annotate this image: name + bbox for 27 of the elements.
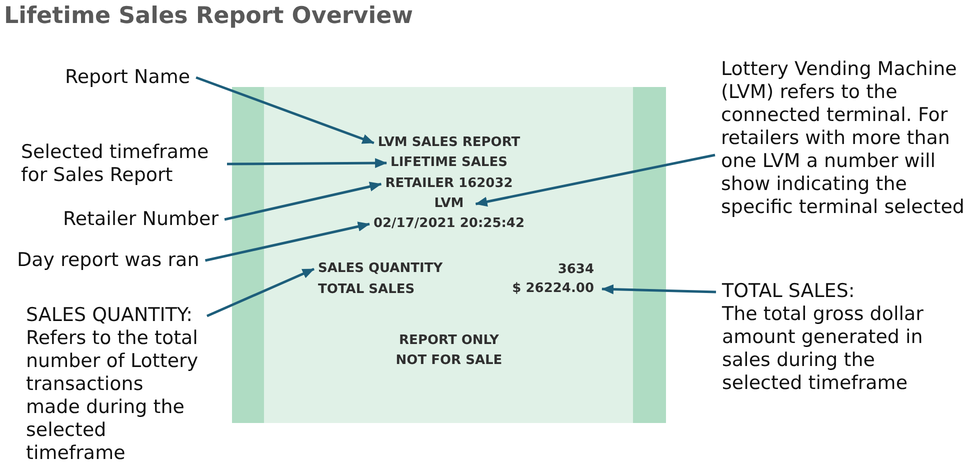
receipt-text: REPORT ONLY NOT FOR SALE [394, 332, 504, 370]
leader-arrow [227, 158, 388, 168]
receipt-text: LVM [434, 195, 464, 213]
callout-heading: TOTAL SALES: [722, 280, 856, 303]
receipt-slip [232, 87, 666, 423]
callout-text: Retailer Number [63, 208, 219, 231]
leader-arrow [602, 284, 716, 294]
title: Lifetime Sales Report Overview [4, 2, 413, 30]
receipt-text: 02/17/2021 20:25:42 [373, 215, 525, 233]
callout-text: Report Name [65, 66, 190, 89]
receipt-text: LIFETIME SALES [390, 154, 508, 172]
receipt-text: $ 26224.00 [512, 280, 594, 298]
callout-text: Refers to the total number of Lottery transactions made during the selected timeframe [26, 327, 200, 465]
callout-text: The total gross dollar amount generated in sales during the selected timeframe [722, 303, 924, 395]
receipt-text: TOTAL SALES [318, 281, 415, 299]
receipt-text: RETAILER 162032 [385, 175, 513, 193]
leader-arrow [196, 76, 374, 144]
receipt-text: 3634 [558, 261, 594, 279]
receipt-text: LVM SALES REPORT [378, 134, 520, 152]
callout-text: Selected timeframe for Sales Report [21, 141, 221, 187]
leader-arrow [206, 268, 314, 318]
leader-arrow [204, 222, 370, 262]
callout-text: Day report was ran [17, 249, 200, 272]
leader-arrow [475, 154, 716, 207]
callout-text: Lottery Vending Machine (LVM) refers to the connected terminal. For retailers with more than one LVM a number will show indicating the specific terminal selected [721, 58, 975, 219]
receipt-text: SALES QUANTITY [318, 260, 443, 278]
callout-heading: SALES QUANTITY: [26, 304, 194, 327]
